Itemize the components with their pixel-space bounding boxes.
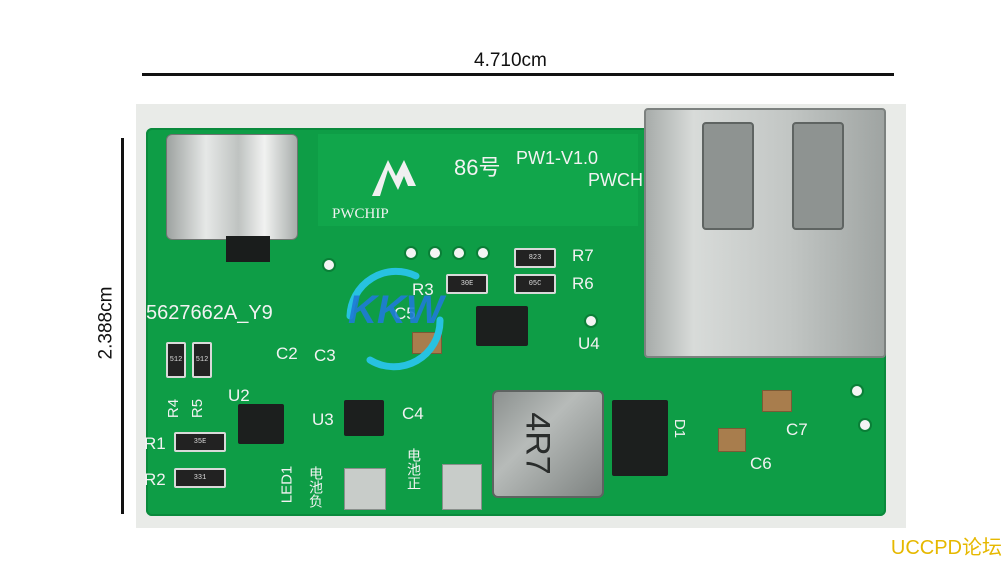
- logo-text: PWCHIP: [332, 206, 389, 222]
- label-c6: C6: [750, 454, 772, 473]
- label-battery-neg: 电池负: [308, 466, 324, 508]
- inductor-marking: 4R7: [518, 412, 557, 475]
- resistor-r3: 30E: [446, 274, 488, 294]
- label-r7: R7: [572, 246, 594, 265]
- kkw-overlay-text: KKW: [348, 288, 444, 332]
- resistor-r3-code: 30E: [460, 280, 474, 288]
- chip-u4: [476, 306, 528, 346]
- resistor-r6: 05C: [514, 274, 556, 294]
- resistor-r5-code: 512: [195, 356, 209, 364]
- board-version-label: PW1-V1.0: [516, 148, 599, 168]
- usb-a-connector: [644, 108, 886, 358]
- label-u3: U3: [312, 410, 334, 429]
- via: [476, 246, 490, 260]
- diode-d1: [612, 400, 668, 476]
- via: [428, 246, 442, 260]
- via: [322, 258, 336, 272]
- resistor-r4: 512: [166, 342, 186, 378]
- watermark: UCCPD论坛: [890, 537, 1002, 559]
- via: [584, 314, 598, 328]
- via: [404, 246, 418, 260]
- label-u2: U2: [228, 386, 250, 405]
- resistor-r6-code: 05C: [528, 280, 542, 288]
- label-c4: C4: [402, 404, 424, 423]
- capacitor-c6: [718, 428, 746, 452]
- label-r6: R6: [572, 274, 594, 293]
- chip-u3: [344, 400, 384, 436]
- label-c7: C7: [786, 420, 808, 439]
- resistor-r1-code: 35E: [193, 438, 207, 446]
- kkw-overlay-logo: KKW: [330, 262, 460, 372]
- resistor-r7-code: 823: [528, 254, 542, 262]
- resistor-r2: 331: [174, 468, 226, 488]
- height-dimension-label: 2.388cm: [95, 286, 117, 360]
- part-number-label: 5627662A_Y9: [146, 302, 273, 324]
- label-c2: C2: [276, 344, 298, 363]
- pwchip-logo: [368, 156, 424, 202]
- label-c3: C3: [314, 346, 336, 365]
- battery-neg-pad: [344, 468, 386, 510]
- label-led1: LED1: [278, 465, 296, 504]
- label-r2: R2: [144, 470, 166, 489]
- inductor: [492, 390, 604, 498]
- capacitor-c7: [762, 390, 792, 412]
- label-battery-pos: 电池正: [406, 448, 422, 490]
- label-d1: D1: [671, 418, 689, 439]
- label-r5: R5: [189, 398, 207, 419]
- pcb-board: PWCHIP 86号 PW1-V1.0 PWCH 5627662A_Y9 823…: [144, 108, 886, 516]
- resistor-r4-code: 512: [169, 356, 183, 364]
- board-silk-zone: [318, 134, 638, 226]
- resistor-r7: 823: [514, 248, 556, 268]
- label-u4: U4: [578, 334, 600, 353]
- resistor-r5: 512: [192, 342, 212, 378]
- label-r4: R4: [165, 398, 183, 419]
- usb-a-contact-right: [792, 122, 844, 230]
- height-dimension-line: [121, 138, 124, 514]
- board-number-label: 86号: [454, 155, 501, 180]
- resistor-r1: 35E: [174, 432, 226, 452]
- via: [452, 246, 466, 260]
- label-r3: R3: [412, 280, 434, 299]
- label-r1: R1: [144, 434, 166, 453]
- via: [850, 384, 864, 398]
- usb-a-contact-left: [702, 122, 754, 230]
- via: [858, 418, 872, 432]
- battery-pos-pad: [442, 464, 482, 510]
- chip-u2: [238, 404, 284, 444]
- usb-c-connector: [166, 134, 298, 240]
- label-c5: C5: [394, 304, 416, 323]
- usb-c-pad-row: [226, 236, 270, 262]
- resistor-r2-code: 331: [193, 474, 207, 482]
- width-dimension-label: 4.710cm: [474, 50, 547, 71]
- width-dimension-line: [142, 73, 894, 76]
- board-brand-label: PWCH: [588, 170, 643, 190]
